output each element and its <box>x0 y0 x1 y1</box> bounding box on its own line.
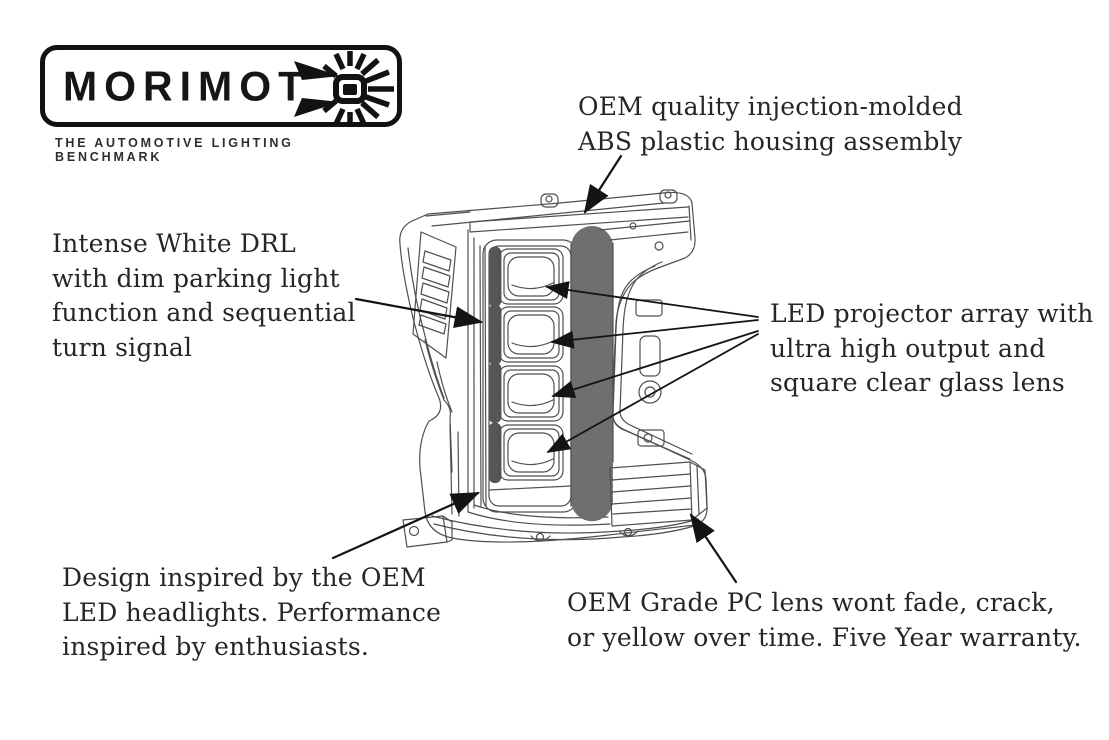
led-projector-2 <box>498 306 564 363</box>
annotation-line: function and sequential <box>52 298 356 327</box>
reflector-louvers <box>570 220 691 525</box>
led-projector-3 <box>498 365 564 422</box>
sunburst-icon <box>294 51 394 127</box>
mounting-tabs-bottom <box>402 515 639 548</box>
arrow-projector-3 <box>551 330 759 399</box>
housing-outline <box>399 191 708 543</box>
annotation-line: LED projector array with <box>770 299 1094 328</box>
annotation-housing: OEM quality injection-molded ABS plastic… <box>578 90 963 159</box>
callout-arrows <box>331 154 759 584</box>
annotation-projector: LED projector array with ultra high outp… <box>770 297 1094 401</box>
annotation-line: inspired by enthusiasts. <box>62 632 370 661</box>
logo-wordmark: MORIMOT <box>63 62 311 109</box>
annotation-line: OEM Grade PC lens wont fade, crack, <box>567 588 1055 617</box>
mounting-clips-top <box>540 189 678 230</box>
housing-arm-right <box>612 241 693 460</box>
arrow-projector-4 <box>546 333 759 453</box>
annotation-line: with dim parking light <box>52 263 340 293</box>
annotation-line: OEM quality injection-molded <box>578 92 963 121</box>
arrow-projector-2 <box>550 319 759 349</box>
arrow-projector-1 <box>545 281 759 318</box>
logo-border: MORIMOT <box>40 45 402 127</box>
annotation-line: square clear glass lens <box>770 368 1065 397</box>
annotation-line: Design inspired by the OEM <box>62 563 426 592</box>
arrow-housing <box>583 154 623 214</box>
arrow-drl <box>354 297 484 329</box>
annotation-drl: Intense White DRL with dim parking light… <box>52 227 356 365</box>
annotation-line: turn signal <box>52 332 193 362</box>
arrow-design <box>331 491 481 560</box>
annotation-line: ABS plastic housing assembly <box>578 126 963 156</box>
annotation-line: LED headlights. Performance <box>62 597 442 627</box>
annotation-line: or yellow over time. Five Year warranty. <box>567 622 1082 652</box>
led-projector-4 <box>498 424 564 481</box>
arrow-lens <box>689 513 738 584</box>
led-projector-1 <box>498 248 564 305</box>
annotation-design: Design inspired by the OEM LED headlight… <box>62 561 441 665</box>
logo-tagline: THE AUTOMOTIVE LIGHTING BENCHMARK <box>55 136 294 164</box>
annotation-lens: OEM Grade PC lens wont fade, crack, or y… <box>567 586 1082 655</box>
annotation-line: ultra high output and <box>770 333 1046 363</box>
lens-bezel <box>467 229 611 526</box>
morimoto-logo: MORIMOT <box>40 45 402 164</box>
annotation-line: Intense White DRL <box>52 229 296 258</box>
